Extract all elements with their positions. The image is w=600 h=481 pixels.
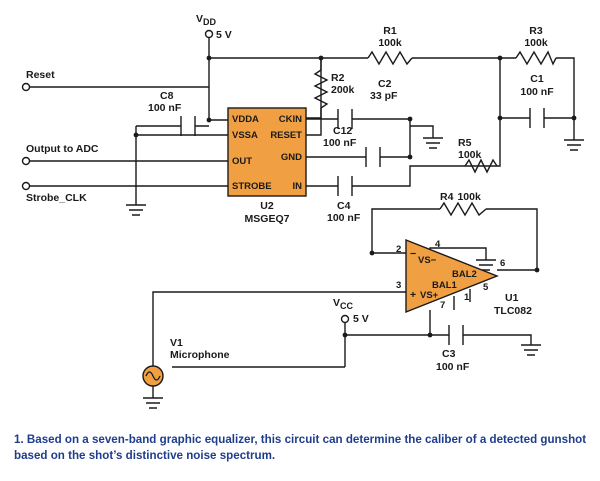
microphone-source-icon (142, 365, 164, 387)
u1-pin-2: 2 (396, 244, 401, 255)
ground-symbol (423, 137, 443, 149)
u1-pin-1: 1 (464, 292, 470, 303)
u1-pin-3: 3 (396, 280, 401, 291)
c8-value: 100 nF (148, 102, 182, 114)
u2-pin-gnd: GND (281, 152, 302, 163)
c8-ref: C8 (160, 90, 174, 102)
u2-chip (227, 107, 307, 197)
u1-pin-label-vs-minus: VS− (418, 255, 437, 266)
r5-resistor (464, 158, 498, 174)
vcc-value: 5 V (353, 313, 369, 325)
u2-part: MSGEQ7 (245, 213, 290, 225)
u1-opamp (405, 238, 499, 314)
strobe-label: Strobe_CLK (26, 192, 87, 204)
u2-pin-reset: RESET (270, 130, 302, 141)
c4-value: 100 nF (327, 212, 361, 224)
u2-pin-strobe: STROBE (232, 181, 272, 192)
v1-name: Microphone (170, 349, 230, 361)
u1-minus-sign: − (410, 248, 416, 260)
c3-capacitor (448, 325, 464, 345)
output-terminal (21, 156, 31, 166)
r1-value: 100k (378, 37, 402, 49)
u1-pin-label-bal1: BAL1 (432, 280, 458, 291)
c2-capacitor (337, 109, 353, 129)
v1-ref: V1 (170, 337, 183, 349)
u1-plus-sign: + (410, 289, 416, 301)
u1-pin-6: 6 (500, 258, 505, 269)
vdd-label: VDD (196, 13, 217, 27)
c1-capacitor (529, 108, 545, 128)
wires (28, 38, 575, 398)
u2-pin-in: IN (293, 181, 303, 192)
vcc-label: VCC (333, 297, 354, 311)
c3-value: 100 nF (436, 361, 470, 373)
c8-capacitor (180, 116, 196, 136)
u2-pin-out: OUT (232, 156, 252, 167)
r2-resistor (313, 69, 329, 109)
reset-terminal (21, 82, 31, 92)
c1-ref: C1 (530, 73, 544, 85)
c4-capacitor (337, 176, 353, 196)
ground-symbol (564, 139, 584, 151)
u2-pin-vdda: VDDA (232, 114, 259, 125)
r2-value: 200k (331, 84, 355, 96)
strobe-terminal (21, 181, 31, 191)
c12-value: 100 nF (323, 137, 357, 149)
ground-symbol (521, 344, 541, 356)
reset-label: Reset (26, 69, 55, 81)
u2-ref: U2 (260, 200, 274, 212)
u1-pin-label-bal2: BAL2 (452, 269, 477, 280)
r3-resistor (515, 50, 557, 66)
u1-part: TLC082 (494, 305, 532, 317)
c4-ref: C4 (337, 200, 351, 212)
vdd-terminal (204, 29, 214, 39)
u2-pin-vssa: VSSA (232, 130, 258, 141)
c12-capacitor (365, 147, 381, 167)
u1-pin-5: 5 (483, 282, 489, 293)
u1-pin-7: 7 (440, 300, 445, 311)
r1-resistor (367, 50, 413, 66)
figure-caption: 1. Based on a seven-band graphic equaliz… (14, 433, 587, 462)
r5-value: 100k (458, 149, 482, 161)
r3-ref: R3 (529, 25, 543, 37)
c12-ref: C12 (333, 125, 352, 137)
ground-symbol (126, 204, 146, 216)
vcc-terminal (340, 314, 350, 324)
r2-ref: R2 (331, 72, 345, 84)
ground-symbol (143, 397, 163, 409)
u1-ref: U1 (505, 292, 519, 304)
output-label: Output to ADC (26, 143, 99, 155)
c1-value: 100 nF (520, 86, 554, 98)
u2-pin-ckin: CKIN (279, 114, 302, 125)
u1-pin-label-vs-plus: VS+ (420, 290, 439, 301)
c3-ref: C3 (442, 348, 456, 360)
vdd-value: 5 V (216, 29, 232, 41)
circuit-schematic: VDDA CKIN VSSA RESET OUT GND STROBE IN U… (21, 13, 584, 409)
r1-ref: R1 (383, 25, 397, 37)
c2-ref: C2 (378, 78, 392, 90)
r5-ref: R5 (458, 137, 472, 149)
junction-dots (133, 55, 577, 338)
r4-resistor (439, 201, 487, 217)
u1-pin-4: 4 (435, 239, 441, 250)
r3-value: 100k (524, 37, 548, 49)
c2-value: 33 pF (370, 90, 398, 102)
